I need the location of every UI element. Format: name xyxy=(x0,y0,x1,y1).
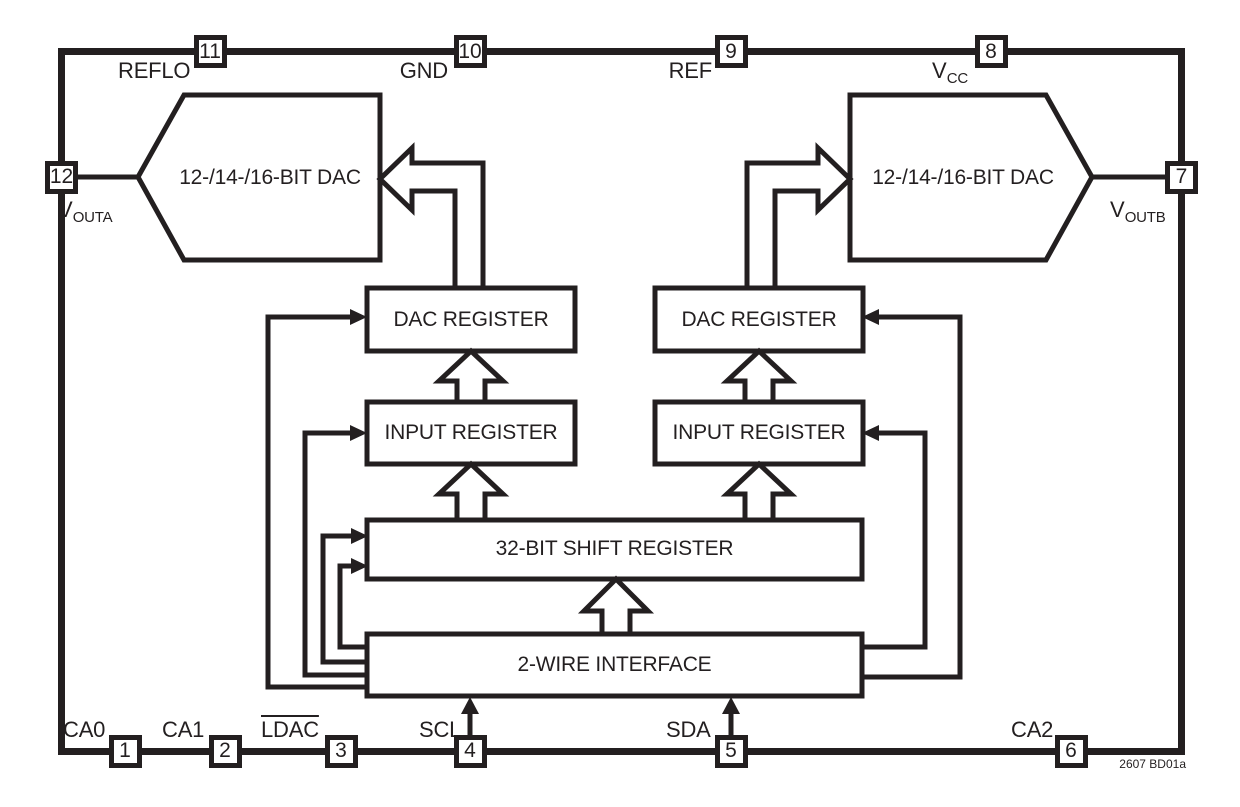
dac-a-shape xyxy=(135,92,383,263)
pin-number: 3 xyxy=(335,739,347,762)
arrowhead-input-register-b xyxy=(862,425,879,441)
pin-number: 1 xyxy=(119,739,131,762)
input-to-dac-register-b-arrow xyxy=(720,347,798,405)
pin-number: 8 xyxy=(985,39,997,63)
pin-label-ldac: LDAC xyxy=(261,717,319,742)
dac-a-label: 12-/14-/16-BIT DAC xyxy=(179,166,361,189)
input-register-b-label: INPUT REGISTER xyxy=(672,421,846,444)
figure-note: 2607 BD01a xyxy=(1119,757,1186,771)
pin-number: 12 xyxy=(49,165,74,188)
feedback-line-dac-register-b xyxy=(862,314,963,680)
two-wire-interface-label: 2-WIRE INTERFACE xyxy=(517,653,712,676)
dac-register-a-box xyxy=(364,285,578,354)
pin-3: 3 xyxy=(324,734,358,768)
pin-number: 4 xyxy=(464,739,476,762)
dac-a-data-arrow xyxy=(376,142,486,291)
pin-number: 5 xyxy=(725,739,737,762)
pin-9: 9 xyxy=(714,35,748,68)
pin-12: 12 xyxy=(45,160,78,194)
feedback-line-input-register-b xyxy=(862,430,928,650)
pin-label-sda: SDA xyxy=(666,717,711,742)
pin-label-voutb: VOUTB xyxy=(1110,197,1166,226)
shift-to-input-register-a-arrow xyxy=(432,460,510,523)
feedback-line-shift-register-1 xyxy=(320,533,367,665)
chip-outline xyxy=(58,48,1185,755)
interface-to-shift-register-arrow xyxy=(577,575,655,637)
pin-6: 6 xyxy=(1054,734,1088,768)
dac-b-shape xyxy=(847,92,1095,263)
pin-10: 10 xyxy=(453,35,487,68)
input-to-dac-register-a-arrow xyxy=(432,347,510,405)
feedback-line-shift-register-2 xyxy=(337,563,367,650)
pin-2: 2 xyxy=(208,734,242,768)
arrowhead-shift-register-1 xyxy=(351,528,368,544)
input-register-a-label: INPUT REGISTER xyxy=(384,421,558,444)
arrowhead-sda xyxy=(722,697,740,714)
dac-b-data-arrow xyxy=(744,142,854,291)
pin-number: 10 xyxy=(458,39,482,63)
arrowhead-dac-register-b xyxy=(862,309,879,325)
pin-1: 1 xyxy=(108,734,142,768)
arrowhead-input-register-a xyxy=(350,425,367,441)
feedback-line-dac-register-a xyxy=(265,314,367,690)
dac-b-label: 12-/14-/16-BIT DAC xyxy=(872,166,1054,189)
arrowhead-dac-register-a xyxy=(350,309,367,325)
pin-label-vouta: VOUTA xyxy=(58,197,113,226)
pin-label-ca2: CA2 xyxy=(1011,717,1054,742)
pin-number: 2 xyxy=(219,739,231,762)
feedback-line-input-register-a xyxy=(302,430,367,678)
pin-label-gnd: GND xyxy=(399,58,448,83)
pin-label-reflo: REFLO xyxy=(118,58,191,83)
pin-label-ca1: CA1 xyxy=(162,717,205,742)
pin-label-vcc: VCC xyxy=(932,58,968,87)
shift-register-box xyxy=(364,517,865,582)
pin-label-ref: REF xyxy=(668,58,713,83)
pin-number: 11 xyxy=(199,39,221,63)
pin-8: 8 xyxy=(974,35,1008,68)
pin-7: 7 xyxy=(1165,160,1198,194)
pin-5: 5 xyxy=(714,734,748,768)
arrowhead-shift-register-2 xyxy=(351,558,368,574)
dac-register-b-label: DAC REGISTER xyxy=(681,308,837,331)
two-wire-interface-box xyxy=(364,631,865,699)
shift-register-label: 32-BIT SHIFT REGISTER xyxy=(495,537,734,560)
pin-4: 4 xyxy=(453,734,487,768)
shift-to-input-register-b-arrow xyxy=(720,460,798,523)
pin-number: 7 xyxy=(1175,165,1188,188)
pin-label-ca0: CA0 xyxy=(63,717,106,742)
arrowhead-scl xyxy=(461,697,479,714)
pin-number: 6 xyxy=(1065,739,1077,762)
pin-number: 9 xyxy=(725,39,737,63)
pin-11: 11 xyxy=(193,35,227,68)
dac-register-a-label: DAC REGISTER xyxy=(393,308,549,331)
